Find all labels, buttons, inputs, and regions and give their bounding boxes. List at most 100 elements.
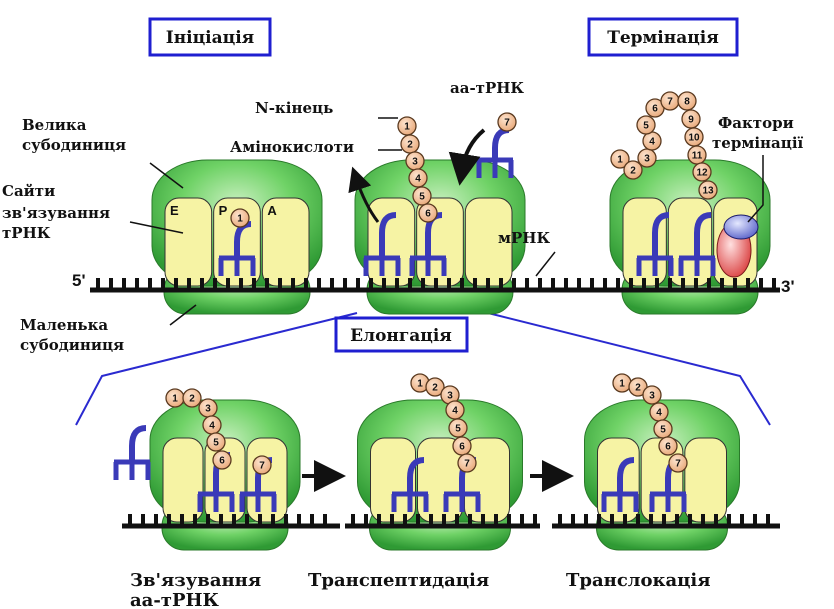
site-label-P: P: [219, 203, 228, 218]
amino-acid-bead: 2: [425, 377, 445, 397]
svg-text:Зв'язування: Зв'язування: [130, 570, 261, 591]
svg-text:3: 3: [649, 391, 655, 402]
svg-text:3: 3: [412, 157, 418, 168]
amino-acid-bead: 11: [687, 145, 707, 165]
svg-text:Маленька: Маленька: [20, 316, 108, 334]
svg-text:13: 13: [702, 186, 714, 197]
termination-factor: [716, 214, 759, 278]
three-prime-label: 3': [781, 277, 795, 296]
elongation-title-box: Елонгація: [334, 316, 469, 353]
five-prime-label: 5': [72, 271, 86, 290]
trna-site: [667, 197, 713, 287]
label-mrna: мРНК: [498, 229, 556, 277]
amino-acid-bead: 7: [252, 455, 272, 475]
amino-acid-bead: 3: [642, 385, 662, 405]
step-label-transpeptidation: Транспептидація: [308, 570, 489, 591]
svg-text:3: 3: [447, 391, 453, 402]
ribosome-transpeptidation: [357, 399, 523, 551]
elongation-title: Елонгація: [350, 326, 452, 346]
amino-acid-bead: 5: [636, 115, 656, 135]
trna-site: [261, 197, 310, 287]
svg-text:7: 7: [504, 118, 510, 129]
amino-acid-bead: 12: [692, 162, 712, 182]
step-label-binding: Зв'язування аа-тРНК: [130, 570, 261, 609]
svg-text:1: 1: [404, 122, 410, 133]
svg-text:5: 5: [660, 425, 666, 436]
termination-title-box: Термінація: [587, 17, 739, 57]
svg-text:6: 6: [459, 442, 465, 453]
amino-acid-bead: 5: [653, 419, 673, 439]
amino-acid-bead: 6: [658, 436, 678, 456]
amino-acid-bead: 6: [452, 436, 472, 456]
svg-text:5: 5: [213, 438, 219, 449]
amino-acid-bead: 1: [612, 373, 632, 393]
svg-text:2: 2: [407, 140, 413, 151]
trna-site: [622, 197, 667, 287]
amino-acid-bead: 10: [684, 127, 704, 147]
svg-text:3: 3: [644, 154, 650, 165]
svg-text:1: 1: [417, 379, 423, 390]
svg-text:4: 4: [452, 406, 458, 417]
incoming-arrow: [448, 128, 486, 186]
svg-text:2: 2: [630, 166, 636, 177]
svg-text:5: 5: [643, 121, 649, 132]
svg-text:9: 9: [688, 115, 694, 126]
amino-acid-bead: 6: [212, 450, 232, 470]
label-termination-factors: Фактори термінації: [712, 114, 804, 223]
label-amino-acids: Амінокислоти: [230, 138, 402, 156]
trna-e-site: [601, 457, 639, 512]
amino-acid-bead: 1: [397, 116, 417, 136]
mrna-strand-translocation: [552, 514, 780, 529]
amino-acid-bead: 6: [645, 98, 665, 118]
mrna-strand-transpeptidation: [345, 514, 540, 529]
trna-p-site: [636, 212, 674, 276]
amino-acid-bead: 13: [698, 180, 718, 200]
amino-acid-bead: 4: [202, 415, 222, 435]
svg-text:мРНК: мРНК: [498, 229, 550, 247]
svg-text:7: 7: [259, 461, 265, 472]
svg-text:1: 1: [619, 379, 625, 390]
incoming-amino-acid: 7: [497, 112, 517, 132]
svg-text:Фактори: Фактори: [718, 114, 794, 132]
svg-text:Амінокислоти: Амінокислоти: [230, 138, 354, 156]
trna-site: [367, 197, 416, 287]
exit-arrow: [348, 166, 380, 223]
amino-acid-bead: 1: [165, 388, 185, 408]
svg-text:7: 7: [464, 459, 470, 470]
svg-text:1: 1: [172, 394, 178, 405]
amino-acid-bead: 6: [418, 203, 438, 223]
amino-acid-bead: 2: [623, 160, 643, 180]
svg-text:2: 2: [432, 383, 438, 394]
trna-p-site: [391, 457, 429, 512]
trna-site: [162, 437, 204, 523]
svg-text:6: 6: [425, 209, 431, 220]
svg-text:зв'язування: зв'язування: [2, 204, 110, 222]
free-trna: [113, 425, 151, 480]
amino-acid-bead: 1: [230, 208, 250, 228]
svg-text:тРНК: тРНК: [2, 224, 51, 242]
svg-text:12: 12: [696, 168, 708, 179]
amino-acid-bead: 7: [457, 453, 477, 473]
svg-text:3: 3: [205, 404, 211, 415]
step-label-translocation: Транслокація: [566, 570, 711, 591]
site-label-E: E: [170, 203, 179, 218]
svg-text:7: 7: [667, 97, 673, 108]
amino-acid-bead: 9: [681, 109, 701, 129]
zoom-line-right: [487, 312, 771, 426]
mrna-strand-top: [90, 278, 780, 293]
label-small-subunit: Маленька субодиниця: [20, 304, 197, 354]
amino-acid-bead: 4: [649, 402, 669, 422]
amino-acid-bead: 8: [677, 91, 697, 111]
svg-text:6: 6: [219, 456, 225, 467]
amino-acid-bead: 4: [445, 400, 465, 420]
amino-acid-bead: 4: [408, 168, 428, 188]
svg-text:4: 4: [649, 137, 655, 148]
label-binding-sites: Сайти зв'язування тРНК: [2, 182, 184, 242]
svg-text:термінації: термінації: [712, 134, 804, 152]
trna-site: [204, 437, 246, 523]
